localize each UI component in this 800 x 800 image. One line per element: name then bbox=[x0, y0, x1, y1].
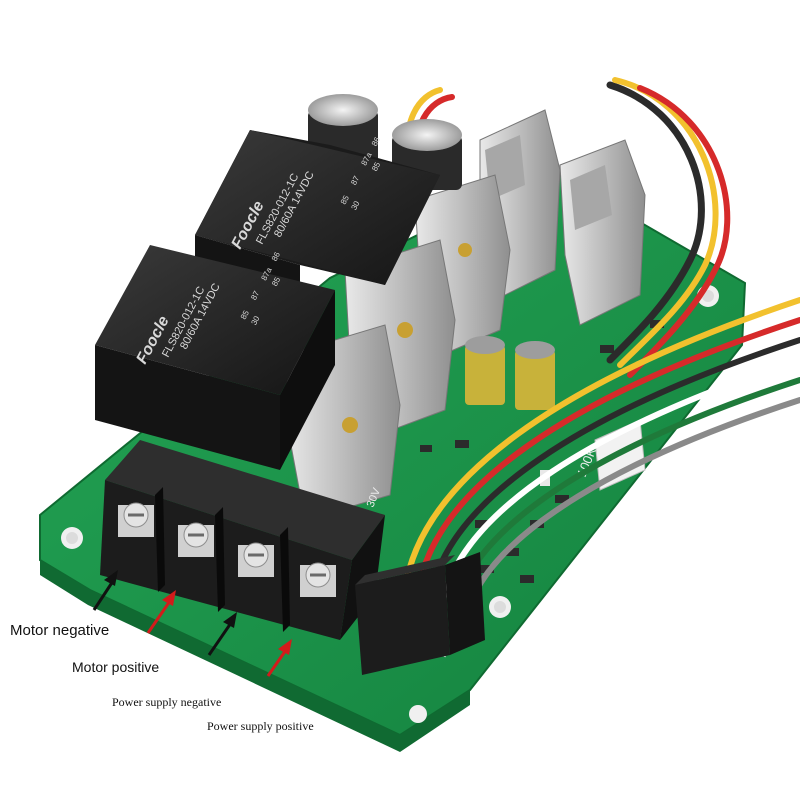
relay-2 bbox=[95, 245, 335, 470]
terminal-block bbox=[100, 440, 385, 640]
label-motor-positive: Motor positive bbox=[72, 659, 160, 675]
label-power-supply-positive: Power supply positive bbox=[207, 719, 314, 733]
terminal-screw-1 bbox=[118, 502, 154, 537]
dupont-connector bbox=[355, 552, 485, 675]
arrow-power-supply-positive bbox=[266, 639, 292, 677]
arrow-power-supply-negative bbox=[207, 612, 237, 656]
capacitor-small-2 bbox=[515, 341, 555, 410]
arrow-motor-negative bbox=[92, 570, 118, 611]
label-power-supply-negative: Power supply negative bbox=[112, 695, 222, 709]
terminal-screw-4 bbox=[300, 562, 336, 597]
arrow-motor-positive bbox=[146, 590, 176, 634]
capacitor-small-1 bbox=[465, 336, 505, 405]
heatsink-back-2 bbox=[559, 139, 646, 326]
label-motor-negative: Motor negative bbox=[10, 622, 110, 639]
terminal-screw-2 bbox=[178, 522, 214, 557]
terminal-screw-3 bbox=[238, 542, 274, 577]
pcb-edge bbox=[40, 560, 470, 752]
